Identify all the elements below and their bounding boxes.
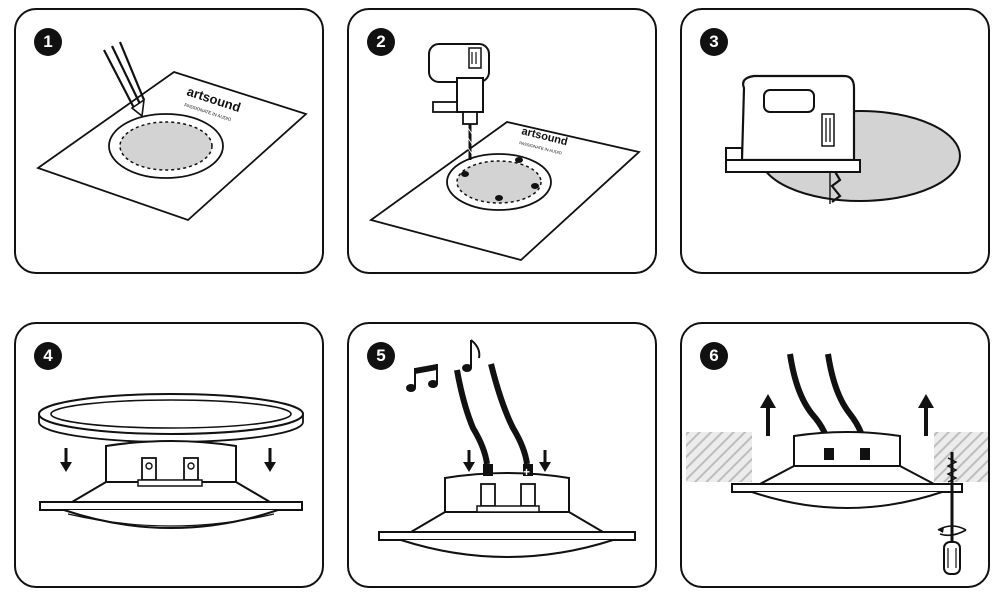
step-3-illustration	[725, 74, 961, 204]
step-4-illustration	[38, 393, 304, 529]
step-6-badge: 6	[700, 342, 728, 370]
step-5-illustration: +	[378, 339, 636, 558]
cutout-circle	[108, 113, 224, 179]
drill-hole-3	[531, 183, 539, 189]
down-arrow-icon	[463, 450, 475, 472]
speaker-body	[378, 472, 636, 558]
screwdriver-icon	[943, 520, 961, 575]
speaker-body	[731, 431, 963, 509]
ceiling-right	[934, 432, 988, 482]
step-1-illustration: artsound PASSIONATE IN AUDIO	[36, 41, 308, 222]
cutout-circle	[446, 153, 552, 211]
drill-hole-4	[495, 195, 503, 201]
up-arrow-icon	[918, 394, 934, 436]
step-4-badge: 4	[34, 342, 62, 370]
rotate-arrow-icon	[937, 525, 967, 537]
clamp-screw	[946, 452, 958, 520]
step-1-panel: 1 artsound PASSIONATE IN AUDIO	[14, 8, 324, 274]
down-arrow-icon	[264, 448, 276, 472]
step-6-panel: 6	[680, 322, 990, 588]
step-3-badge: 3	[700, 28, 728, 56]
speaker-terminals	[137, 457, 203, 487]
gasket-ring	[38, 393, 304, 443]
step-6-illustration	[686, 353, 988, 575]
step-2-panel: 2 artsound PASSIONATE IN AUDIO	[347, 8, 657, 274]
step-5-panel: 5	[347, 322, 657, 588]
music-notes-icon	[406, 339, 481, 392]
up-arrow-icon	[760, 394, 776, 436]
speaker-terminals	[476, 464, 540, 513]
down-arrow-icon	[60, 448, 72, 472]
step-5-badge: 5	[367, 342, 395, 370]
drill-hole-2	[515, 157, 523, 163]
speaker-wires	[454, 363, 530, 465]
step-3-panel: 3	[680, 8, 990, 274]
positive-terminal-label: +	[523, 465, 530, 479]
drill-icon	[428, 43, 490, 160]
saw-blade	[829, 169, 842, 204]
jigsaw-icon	[725, 74, 861, 173]
down-arrow-icon	[539, 450, 551, 472]
step-2-badge: 2	[367, 28, 395, 56]
pencil-icon	[103, 41, 146, 118]
ceiling-left	[686, 432, 752, 482]
step-4-panel: 4	[14, 322, 324, 588]
step-1-badge: 1	[34, 28, 62, 56]
step-2-illustration: artsound PASSIONATE IN AUDIO	[368, 43, 641, 261]
drill-hole-1	[461, 171, 469, 177]
speaker-body	[39, 440, 303, 529]
